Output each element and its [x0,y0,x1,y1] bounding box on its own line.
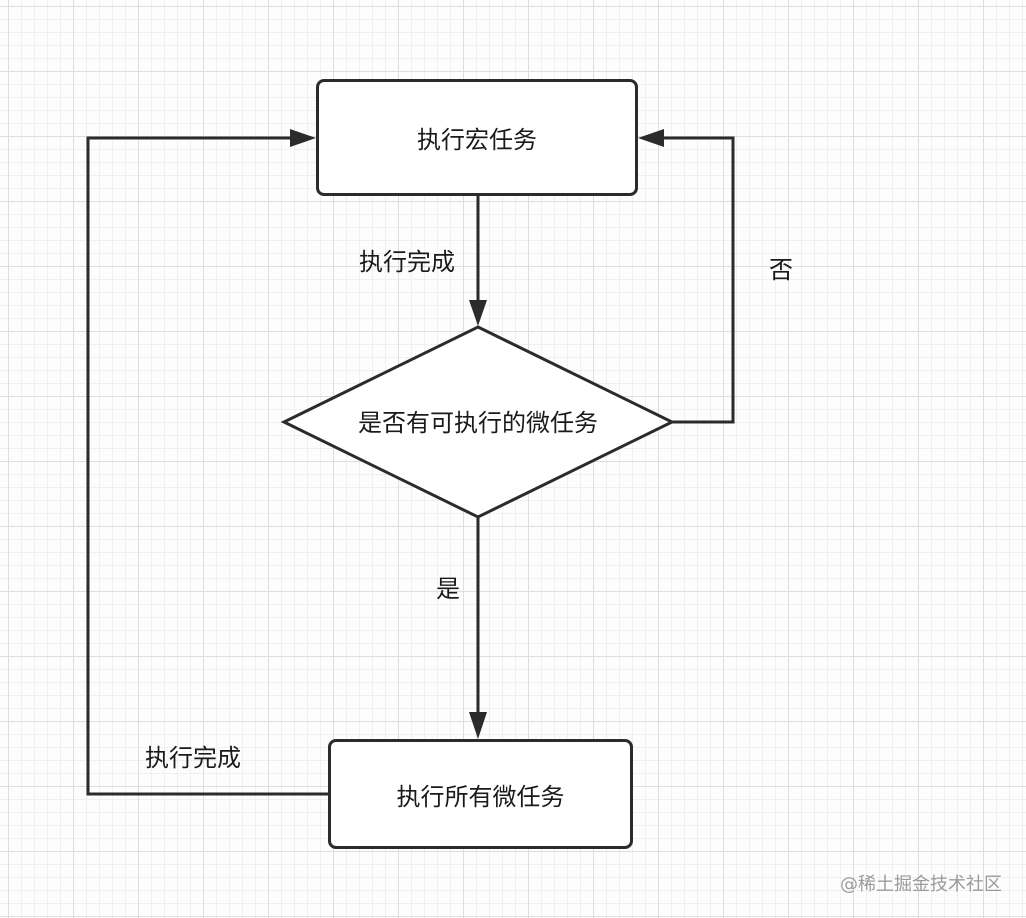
macro-task-label: 执行宏任务 [417,126,537,154]
edge-label-no: 否 [769,256,793,284]
arrow-no-loop [664,136,735,424]
edge-label-macro-done: 执行完成 [359,248,455,276]
micro-tasks-node: 执行所有微任务 [328,739,633,849]
arrowhead-micro-loop [290,129,316,147]
decision-label: 是否有可执行的微任务 [358,409,598,437]
arrow-micro-loop [86,136,328,796]
macro-task-node: 执行宏任务 [316,79,638,196]
micro-tasks-label: 执行所有微任务 [396,782,565,811]
edge-label-yes: 是 [436,575,460,603]
arrowhead-no-loop [638,129,664,147]
arrowhead-macro-to-decision [469,300,487,326]
watermark-text: @稀土掘金技术社区 [840,874,1002,895]
arrowhead-decision-to-micro [469,712,487,739]
edge-label-micro-done: 执行完成 [145,744,241,772]
